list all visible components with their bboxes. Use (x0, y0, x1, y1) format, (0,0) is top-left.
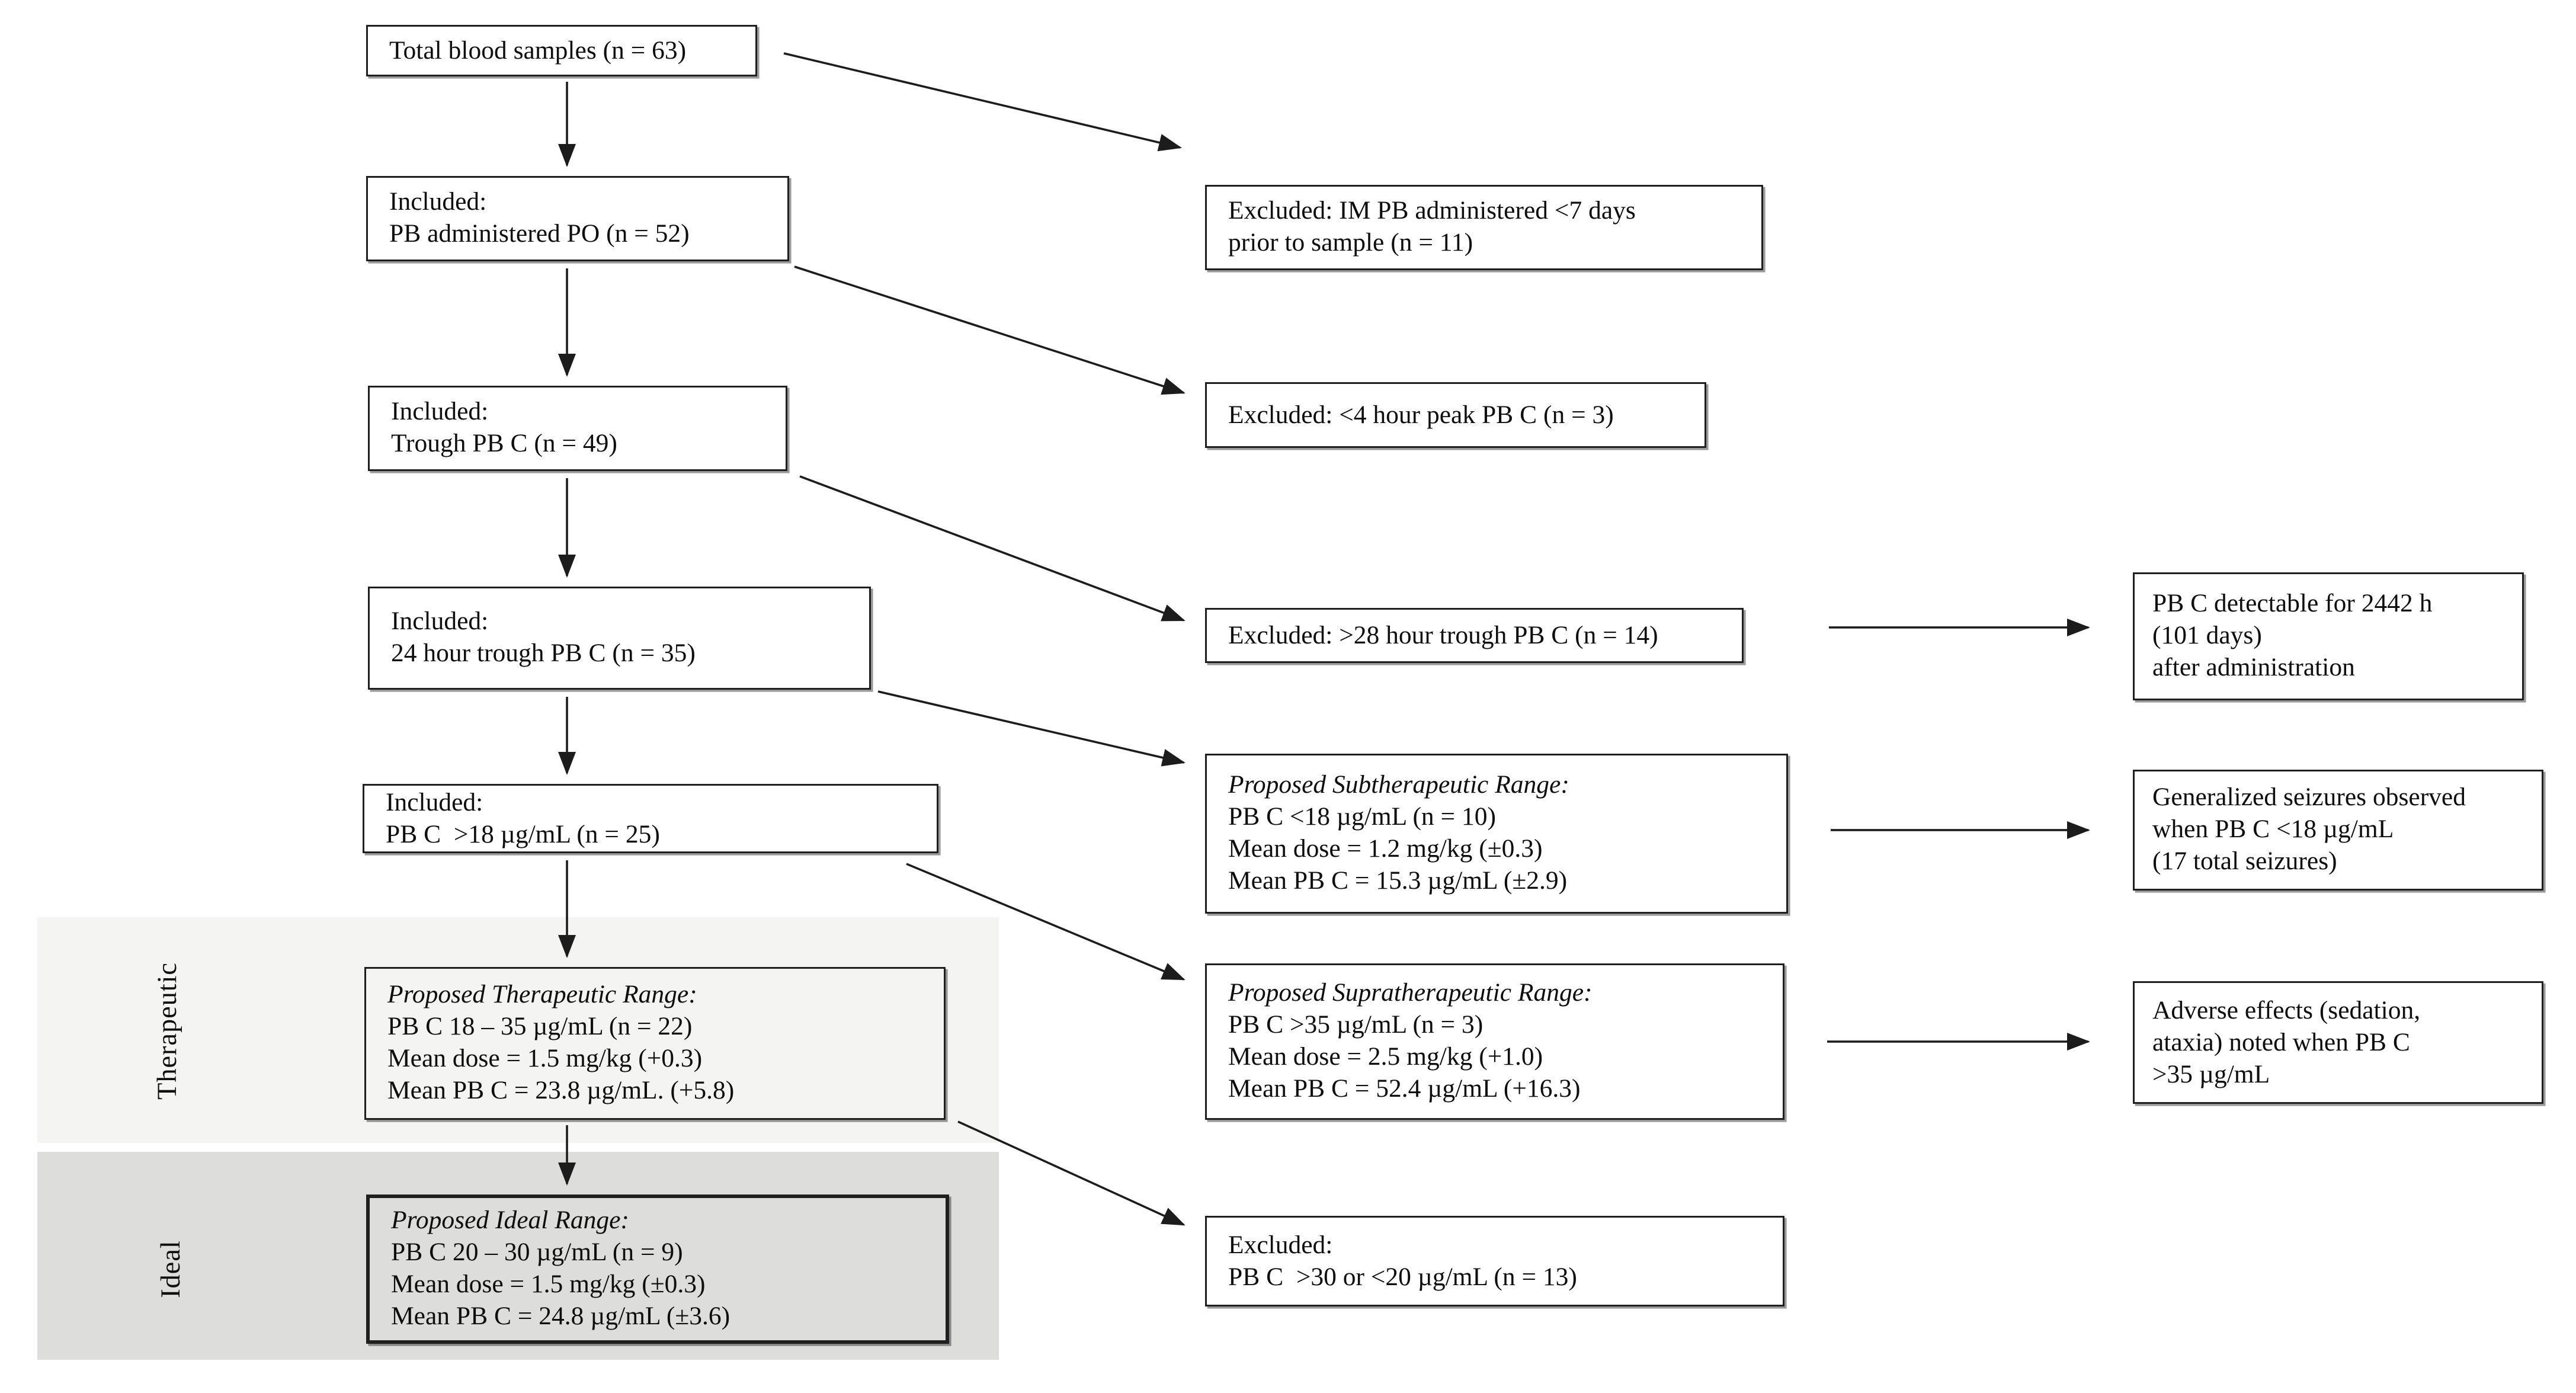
text-line: Mean PB C = 23.8 µg/mL. (+5.8) (387, 1077, 735, 1106)
box-included-trough-pbc: Included: Trough PB C (n = 49) (368, 386, 787, 471)
text-line: Excluded: >28 hour trough PB C (n = 14) (1228, 621, 1658, 650)
text-line: Total blood samples (n = 63) (389, 36, 687, 65)
text-line: Mean PB C = 24.8 µg/mL (±3.6) (391, 1303, 730, 1331)
text-line: >35 µg/mL (2152, 1060, 2270, 1089)
box-proposed-supratherapeutic-range: Proposed Supratherapeutic Range: PB C >35… (1205, 963, 1784, 1120)
text-line: Mean dose = 1.5 mg/kg (+0.3) (387, 1045, 703, 1074)
text-line: PB C detectable for 2442 h (2152, 590, 2433, 619)
text-line: Included: (391, 398, 489, 427)
box-generalized-seizures-note: Generalized seizures observed when PB C <… (2133, 770, 2543, 891)
text-line: Trough PB C (n = 49) (391, 430, 617, 459)
text-line: Mean PB C = 15.3 µg/mL (±2.9) (1228, 867, 1568, 896)
box-proposed-therapeutic-range: Proposed Therapeutic Range: PB C 18 – 35 … (364, 967, 946, 1120)
text-line: Generalized seizures observed (2152, 784, 2466, 812)
box-excluded-28h-trough: Excluded: >28 hour trough PB C (n = 14) (1205, 608, 1744, 663)
box-excluded-out-of-range: Excluded: PB C >30 or <20 µg/mL (n = 13) (1205, 1216, 1784, 1306)
box-excluded-im-pb: Excluded: IM PB administered <7 days prio… (1205, 185, 1763, 270)
text-line: Included: (386, 788, 483, 817)
text-line: Proposed Therapeutic Range: (387, 981, 697, 1010)
text-line: PB C >30 or <20 µg/mL (n = 13) (1228, 1263, 1577, 1292)
box-excluded-4h-peak: Excluded: <4 hour peak PB C (n = 3) (1205, 382, 1706, 448)
ideal-band (37, 1152, 999, 1360)
text-line: PB C <18 µg/mL (n = 10) (1228, 803, 1496, 832)
box-total-blood-samples: Total blood samples (n = 63) (366, 25, 757, 76)
box-proposed-subtherapeutic-range: Proposed Subtherapeutic Range: PB C <18 µ… (1205, 754, 1788, 914)
text-line: Proposed Ideal Range: (391, 1207, 629, 1235)
text-line: Mean PB C = 52.4 µg/mL (+16.3) (1228, 1075, 1581, 1104)
arrow-24h-to-subtherapeutic (877, 690, 1186, 767)
text-line: 24 hour trough PB C (n = 35) (391, 640, 696, 668)
box-pbc-detectable-note: PB C detectable for 2442 h (101 days) afte… (2133, 572, 2524, 700)
box-included-pbc-gt18: Included: PB C >18 µg/mL (n = 25) (363, 784, 938, 853)
text-line: after administration (2152, 654, 2355, 683)
text-line: Mean dose = 2.5 mg/kg (+1.0) (1228, 1043, 1543, 1072)
text-line: ataxia) noted when PB C (2152, 1028, 2410, 1057)
box-adverse-effects-note: Adverse effects (sedation, ataxia) noted … (2133, 981, 2543, 1104)
text-line: PB C 18 – 35 µg/mL (n = 22) (387, 1013, 693, 1042)
text-line: (17 total seizures) (2152, 848, 2337, 876)
text-line: Excluded: (1228, 1231, 1333, 1260)
text-line: when PB C <18 µg/mL (2152, 816, 2394, 844)
arrow-total-to-excluded-im (783, 52, 1182, 152)
text-line: Included: (391, 608, 489, 636)
therapeutic-band (37, 917, 999, 1143)
text-line: PB C >35 µg/mL (n = 3) (1228, 1011, 1484, 1040)
text-line: PB C >18 µg/mL (n = 25) (386, 820, 660, 849)
arrow-included-po-to-excluded-4h (794, 265, 1186, 395)
text-line: Proposed Supratherapeutic Range: (1228, 979, 1593, 1008)
text-line: PB C 20 – 30 µg/mL (n = 9) (391, 1239, 683, 1267)
ideal-band-label: Ideal (156, 1240, 187, 1298)
text-line: PB administered PO (n = 52) (389, 220, 690, 249)
therapeutic-band-label: Therapeutic (153, 962, 183, 1100)
text-line: prior to sample (n = 11) (1228, 229, 1473, 258)
box-proposed-ideal-range: Proposed Ideal Range: PB C 20 – 30 µg/mL … (366, 1195, 949, 1344)
text-line: (101 days) (2152, 622, 2262, 651)
text-line: Proposed Subtherapeutic Range: (1228, 771, 1569, 800)
text-line: Excluded: IM PB administered <7 days (1228, 197, 1636, 226)
box-included-pb-po: Included: PB administered PO (n = 52) (366, 176, 789, 261)
text-line: Mean dose = 1.5 mg/kg (±0.3) (391, 1271, 706, 1299)
text-line: Included: (389, 188, 487, 217)
text-line: Adverse effects (sedation, (2152, 996, 2421, 1025)
box-included-24h-trough: Included: 24 hour trough PB C (n = 35) (368, 587, 871, 690)
text-line: Mean dose = 1.2 mg/kg (±0.3) (1228, 835, 1543, 864)
text-line: Excluded: <4 hour peak PB C (n = 3) (1228, 401, 1614, 430)
